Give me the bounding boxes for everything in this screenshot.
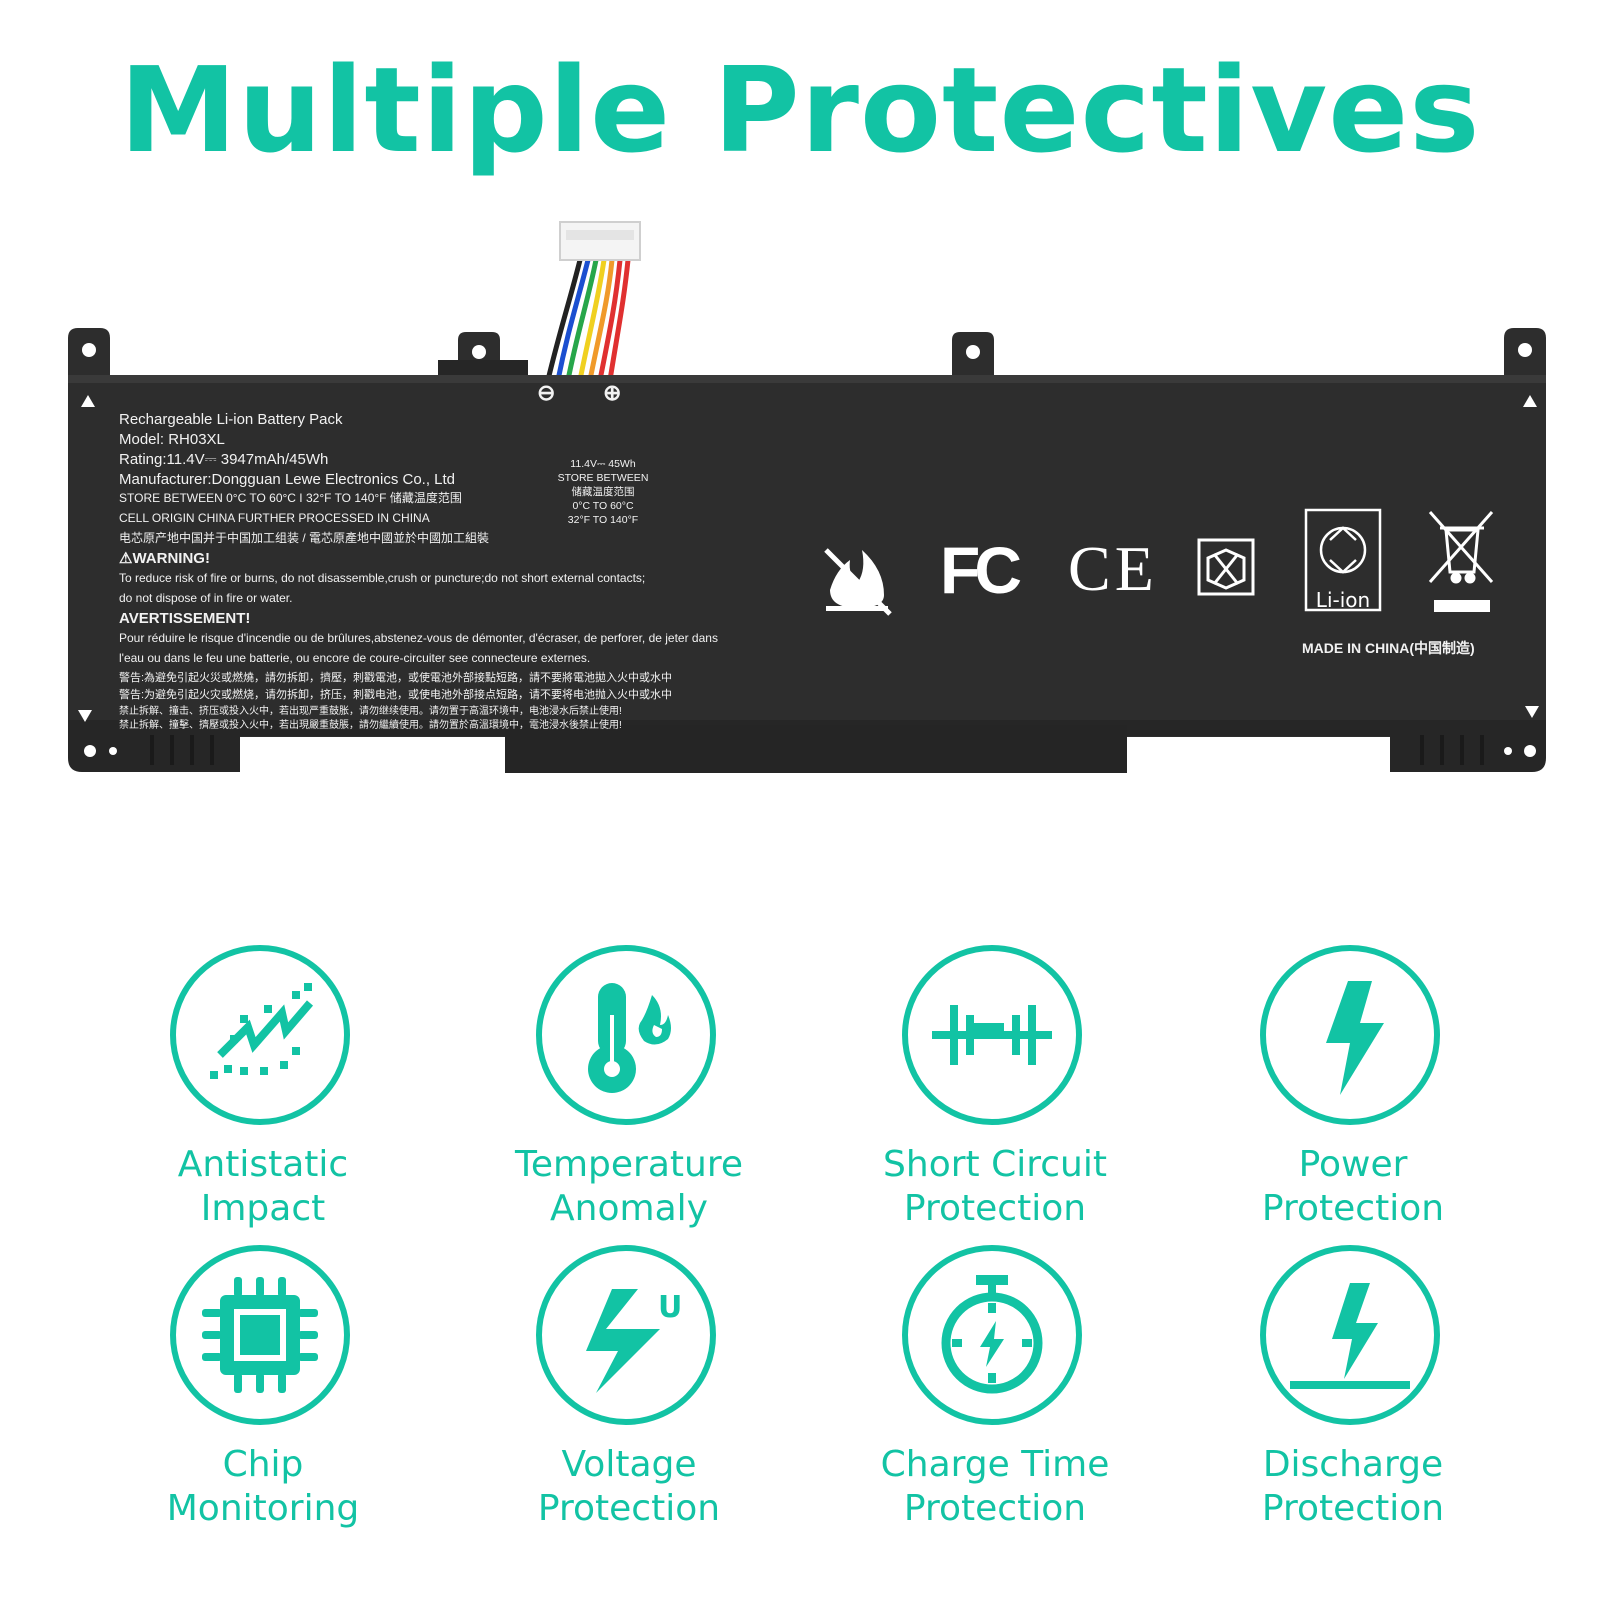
feature-label: Power Protection	[1203, 1143, 1503, 1231]
liion-recycle-icon	[1304, 508, 1382, 612]
fcc-logo: FC	[940, 533, 1022, 607]
feature-label: Charge Time Protection	[845, 1443, 1145, 1531]
battery-image: Rechargeable Li-ion Battery Pack Model: …	[0, 210, 1600, 810]
recycle-icon	[1197, 538, 1255, 596]
feature-label: Antistatic Impact	[113, 1143, 413, 1231]
feature-label: Short Circuit Protection	[845, 1143, 1145, 1231]
lightning-bolt-icon	[1326, 981, 1384, 1095]
feature-label-line: Protection	[903, 1488, 1087, 1529]
label-line: Model: RH03XL	[119, 431, 225, 448]
stopwatch-icon	[941, 1275, 1043, 1394]
label-line: 32°F TO 140°F	[567, 514, 639, 526]
feature-label-line: Impact	[200, 1188, 326, 1229]
feature-ring	[170, 945, 350, 1125]
feature-ring	[536, 945, 716, 1125]
label-line: CELL ORIGIN CHINA FURTHER PROCESSED IN C…	[119, 511, 430, 525]
label-line: Pour réduire le risque d'incendie ou de …	[119, 631, 718, 645]
feature-label-line: Discharge	[1262, 1444, 1444, 1485]
label-line: 11.4V⎓ 45Wh	[570, 458, 636, 470]
feature-label-line: Temperature	[514, 1144, 744, 1185]
warning-title: ⚠WARNING!	[119, 550, 210, 567]
feature-label-line: Short Circuit	[883, 1144, 1107, 1185]
feature-label: Discharge Protection	[1203, 1443, 1503, 1531]
label-line: 警告:為避免引起火災或燃燒，請勿拆卸，擠壓，刺戳電池，或使電池外部接點短路，請不…	[119, 672, 673, 684]
antistatic-icon	[210, 983, 314, 1079]
feature-ring: U	[536, 1245, 716, 1425]
label-line: To reduce risk of fire or burns, do not …	[119, 571, 646, 585]
feature-label: Chip Monitoring	[113, 1443, 413, 1531]
orientation-arrows	[78, 395, 1539, 722]
feature-label: Voltage Protection	[479, 1443, 779, 1531]
label-line: l'eau ou dans le feu une batterie, ou en…	[119, 651, 591, 665]
feature-ring	[1260, 945, 1440, 1125]
battery-body	[68, 221, 1546, 773]
voltage-bolt-icon: U	[586, 1289, 682, 1393]
page-title: Multiple Protectives	[119, 41, 1481, 179]
feature-ring	[902, 1245, 1082, 1425]
feature-label-line: Monitoring	[166, 1488, 360, 1529]
feature-ring	[1260, 1245, 1440, 1425]
battery-label-secondary: 11.4V⎓ 45Wh STORE BETWEEN 储藏温度范围 0°C TO …	[548, 457, 658, 527]
feature-label-line: Protection	[903, 1188, 1087, 1229]
feature-label-line: Charge Time	[880, 1444, 1110, 1485]
feature-label-line: Antistatic	[177, 1144, 349, 1185]
chip-icon	[202, 1277, 318, 1393]
label-line: Rating:11.4V⎓ 3947mAh/45Wh	[119, 451, 329, 468]
ce-mark: CE	[1068, 533, 1158, 604]
feature-ring	[170, 1245, 350, 1425]
label-line: 警告:为避免引起火灾或燃烧，请勿拆卸，挤压，刺戳电池，或使电池外部接点短路，请不…	[119, 689, 673, 701]
feature-label-line: Voltage	[561, 1444, 697, 1485]
terminal-plus-icon: ⊕	[603, 380, 622, 405]
feature-label-line: Chip	[222, 1444, 304, 1485]
label-line: 禁止拆解、撞擊、擠壓或投入火中，若出現嚴重鼓脹，請勿繼續使用。請勿置於高溫環境中…	[119, 720, 622, 731]
label-line: 电芯原产地中国并于中国加工组装 / 電芯原產地中國並於中國加工組裝	[119, 531, 490, 545]
avert-title: AVERTISSEMENT!	[119, 610, 251, 627]
feature-label-line: Protection	[1261, 1488, 1445, 1529]
battery-pack	[68, 375, 1546, 737]
feature-ring	[902, 945, 1082, 1125]
label-line: 0°C TO 60°C	[572, 500, 634, 512]
label-line: do not dispose of in fire or water.	[119, 591, 293, 605]
label-line: STORE BETWEEN	[557, 472, 649, 484]
battery-cable	[545, 221, 641, 381]
label-line: Manufacturer:Dongguan Lewe Electronics C…	[119, 471, 456, 488]
label-line: 禁止拆解、撞击、挤压或投入火中，若出现严重鼓胀，请勿继续使用。请勿置于高温环境中…	[119, 706, 622, 717]
liion-text: Li-ion	[1315, 588, 1371, 612]
voltage-u-glyph: U	[658, 1290, 682, 1325]
feature-label-line: Protection	[1261, 1188, 1445, 1229]
label-line: 储藏温度范围	[571, 486, 635, 498]
label-line: STORE BETWEEN 0°C TO 60°C I 32°F TO 140°…	[119, 491, 462, 505]
short-circuit-icon	[932, 1005, 1052, 1065]
terminal-minus-icon: ⊖	[537, 380, 556, 405]
feature-label: Temperature Anomaly	[479, 1143, 779, 1231]
thermometer-flame-icon	[588, 983, 671, 1093]
battery-label-main: Rechargeable Li-ion Battery Pack Model: …	[119, 410, 718, 732]
no-fire-icon	[824, 548, 892, 616]
feature-label-line: Protection	[537, 1488, 721, 1529]
feature-label-line: Anomaly	[550, 1188, 708, 1229]
weee-bin-icon	[1428, 511, 1494, 612]
feature-label-line: Power	[1298, 1144, 1408, 1185]
discharge-icon	[1290, 1283, 1410, 1389]
made-in-label: MADE IN CHINA(中国制造)	[1302, 640, 1475, 656]
label-line: Rechargeable Li-ion Battery Pack	[119, 411, 343, 428]
